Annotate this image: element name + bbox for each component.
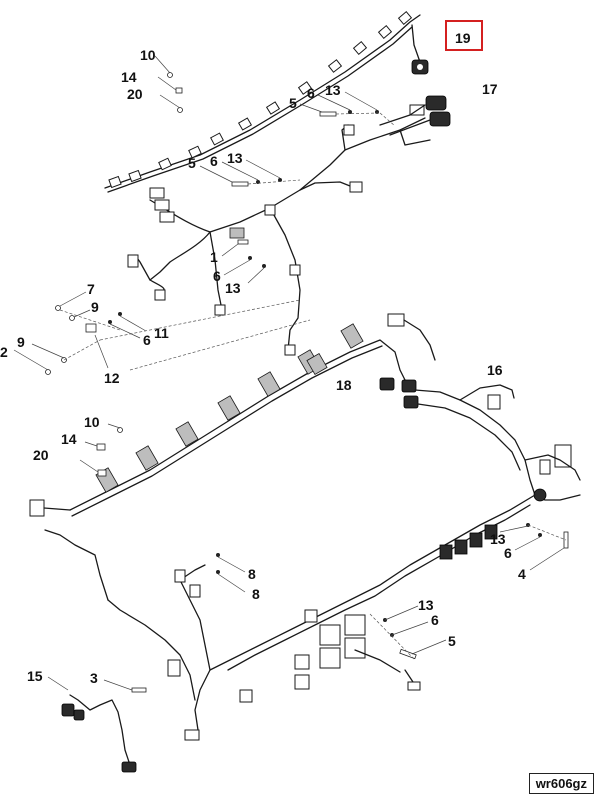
callout-18: 18 bbox=[336, 377, 352, 393]
callout-13: 13 bbox=[418, 597, 434, 613]
callout-8: 8 bbox=[248, 566, 256, 582]
callout-4: 4 bbox=[518, 566, 526, 582]
callout-5: 5 bbox=[448, 633, 456, 649]
lower-fasteners bbox=[47, 423, 569, 693]
figure-id-label: wr606gz bbox=[528, 773, 594, 794]
callout-13: 13 bbox=[225, 280, 241, 296]
relay-connector-cluster bbox=[167, 524, 498, 741]
callout-2: 2 bbox=[0, 344, 8, 360]
callout-15: 15 bbox=[27, 668, 43, 684]
lower-injector-connectors bbox=[95, 323, 364, 493]
callout-17: 17 bbox=[482, 81, 498, 97]
callout-3: 3 bbox=[90, 670, 98, 686]
connector-18-cluster bbox=[379, 313, 419, 409]
callout-7: 7 bbox=[87, 281, 95, 297]
callout-5: 5 bbox=[188, 155, 196, 171]
upper-sub-harness bbox=[127, 95, 451, 356]
callout-16: 16 bbox=[487, 362, 503, 378]
callout-19: 19 bbox=[455, 30, 471, 46]
callout-13: 13 bbox=[490, 531, 506, 547]
callout-5: 5 bbox=[289, 95, 297, 111]
callout-6: 6 bbox=[307, 85, 315, 101]
callout-14: 14 bbox=[121, 69, 137, 85]
callout-19-highlight-box bbox=[445, 20, 483, 51]
sub-harness-15 bbox=[61, 694, 137, 773]
callout-13: 13 bbox=[227, 150, 243, 166]
callout-10: 10 bbox=[84, 414, 100, 430]
callout-6: 6 bbox=[210, 153, 218, 169]
upper-injector-harness bbox=[104, 11, 429, 193]
callout-6: 6 bbox=[213, 268, 221, 284]
callout-12: 12 bbox=[104, 370, 120, 386]
callout-6: 6 bbox=[143, 332, 151, 348]
callout-13: 13 bbox=[325, 82, 341, 98]
callout-9: 9 bbox=[91, 299, 99, 315]
callout-20: 20 bbox=[127, 86, 143, 102]
callout-6: 6 bbox=[504, 545, 512, 561]
callout-20: 20 bbox=[33, 447, 49, 463]
connector-19-plug bbox=[411, 59, 429, 75]
upper-fasteners bbox=[13, 55, 396, 375]
callout-10: 10 bbox=[140, 47, 156, 63]
callout-14: 14 bbox=[61, 431, 77, 447]
callout-9: 9 bbox=[17, 334, 25, 350]
callout-11: 11 bbox=[154, 325, 169, 341]
callout-labels: 19 10 14 20 13 6 5 17 5 6 13 1 6 13 7 9 … bbox=[0, 30, 526, 686]
callout-6: 6 bbox=[431, 612, 439, 628]
callout-8: 8 bbox=[252, 586, 260, 602]
callout-1: 1 bbox=[210, 249, 218, 265]
upper-injector-connectors bbox=[108, 11, 413, 189]
lower-main-harness bbox=[29, 313, 581, 741]
